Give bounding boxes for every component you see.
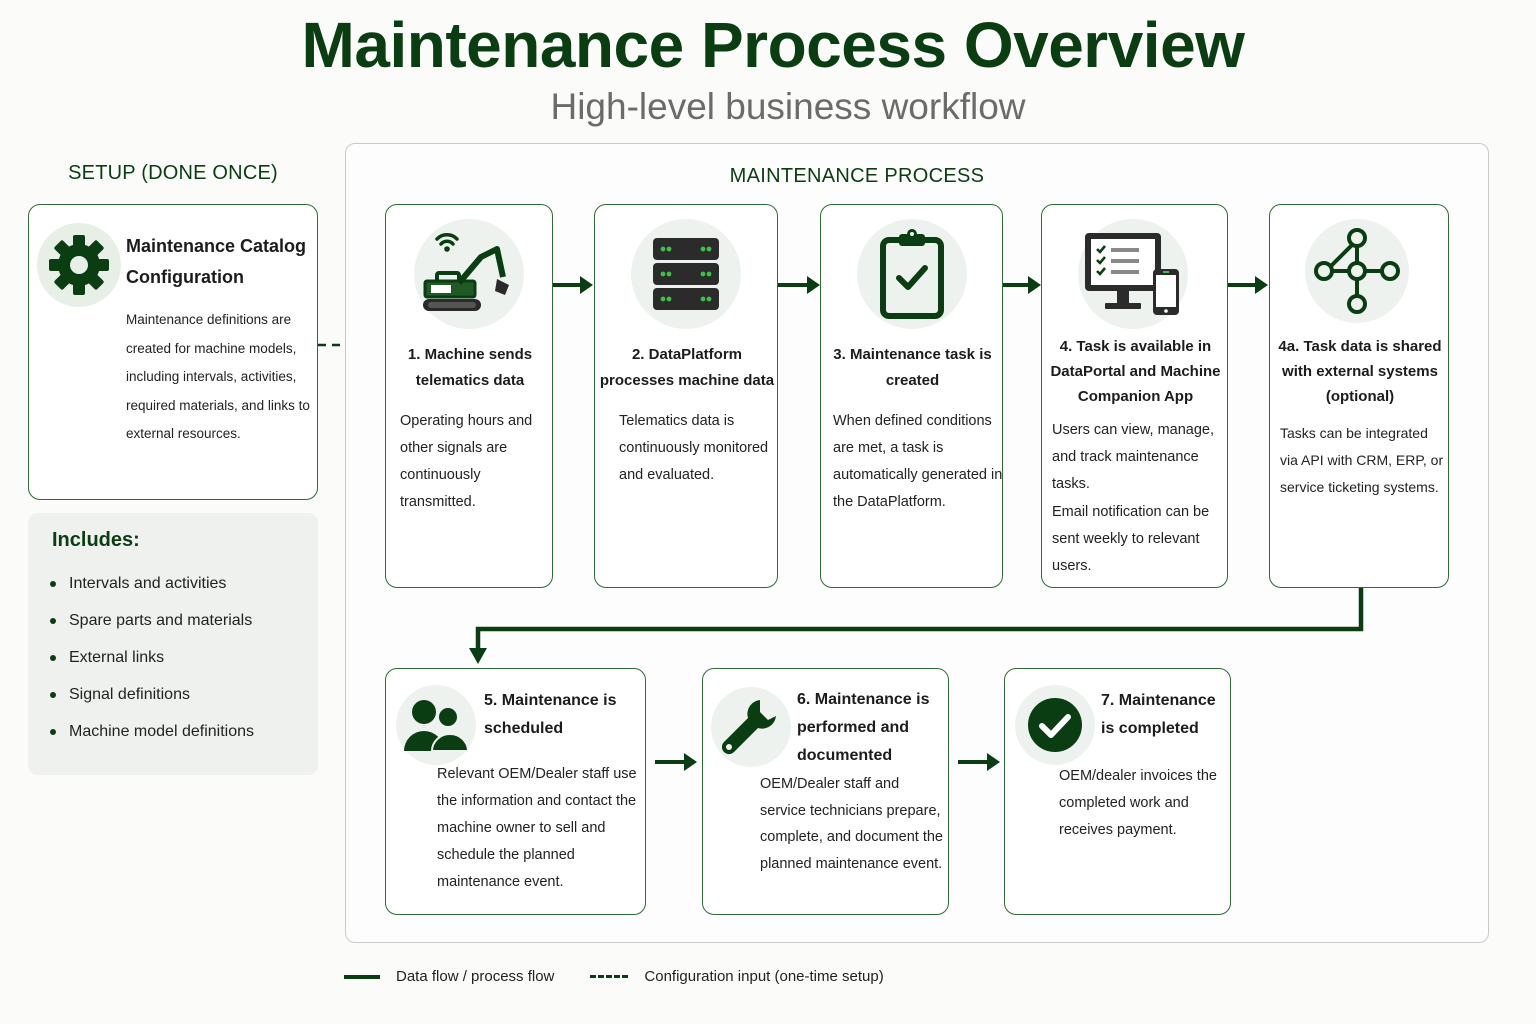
step-title: 5. Maintenance is scheduled xyxy=(484,692,617,737)
step-description: Relevant OEM/Dealer staff use the inform… xyxy=(437,766,637,890)
includes-item: Machine model definitions xyxy=(50,713,254,750)
gear-icon xyxy=(37,223,121,307)
step-card-5: 5. Maintenance is scheduled Relevant OEM… xyxy=(385,668,646,915)
step-description: Users can view, manage, and track mainte… xyxy=(1052,422,1214,492)
step-card-3: 3. Maintenance task is created When defi… xyxy=(820,204,1003,588)
flow-arrow xyxy=(553,276,593,294)
page-title: Maintenance Process Overview xyxy=(301,9,1245,81)
includes-list: Intervals and activities Spare parts and… xyxy=(50,565,254,750)
step-card-2: 2. DataPlatform processes machine data T… xyxy=(594,204,778,588)
bullet-icon xyxy=(50,691,56,698)
flow-arrow xyxy=(1003,276,1041,294)
step-card-4a: 4a. Task data is shared with external sy… xyxy=(1269,204,1449,588)
step-card-6: 6. Maintenance is performed and document… xyxy=(702,668,949,915)
server-icon xyxy=(631,219,741,329)
includes-item: Intervals and activities xyxy=(50,565,254,602)
legend-dashed-label: Configuration input (one-time setup) xyxy=(644,968,884,985)
legend-solid-label: Data flow / process flow xyxy=(396,968,555,985)
monitor-phone-icon xyxy=(1078,219,1188,329)
maintenance-catalog-card: Maintenance Catalog Configuration Mainte… xyxy=(28,204,318,500)
flow-arrow xyxy=(778,276,820,294)
includes-title: Includes: xyxy=(52,529,140,551)
catalog-title: Maintenance Catalog Configuration xyxy=(126,236,307,287)
bullet-icon xyxy=(50,580,56,587)
bullet-icon xyxy=(50,654,56,661)
setup-heading: SETUP (DONE ONCE) xyxy=(68,162,278,184)
step-title: 1. Machine sends telematics data xyxy=(407,346,533,389)
step-description: Telematics data is continuously monitore… xyxy=(619,413,769,483)
bullet-icon xyxy=(50,617,56,624)
step-card-1: 1. Machine sends telematics data Operati… xyxy=(385,204,553,588)
step-title: 7. Maintenance is completed xyxy=(1101,692,1216,737)
step-description: When defined conditions are met, a task … xyxy=(833,413,1003,510)
clipboard-check-icon xyxy=(857,219,967,329)
flow-arrow xyxy=(958,753,1000,771)
excavator-wifi-icon xyxy=(414,219,524,329)
flow-arrow xyxy=(1228,276,1268,294)
solid-line-legend-icon xyxy=(344,974,380,979)
catalog-description: Maintenance definitions are created for … xyxy=(126,312,310,441)
wrench-icon xyxy=(711,687,791,767)
process-heading: MAINTENANCE PROCESS xyxy=(729,165,985,187)
step-title: 6. Maintenance is performed and document… xyxy=(797,691,930,764)
step-description-secondary: Email notification can be sent weekly to… xyxy=(1052,504,1210,574)
page-subtitle: High-level business workflow xyxy=(550,86,1026,127)
step-card-7: 7. Maintenance is completed OEM/dealer i… xyxy=(1004,668,1231,915)
step-card-4: 4. Task is available in DataPortal and M… xyxy=(1041,204,1228,588)
network-nodes-icon xyxy=(1305,219,1409,323)
bullet-icon xyxy=(50,728,56,735)
step-description: OEM/Dealer staff and service technicians… xyxy=(760,776,943,872)
flow-arrow xyxy=(655,753,697,771)
legend: Data flow / process flow Configuration i… xyxy=(344,968,884,985)
step-description: Operating hours and other signals are co… xyxy=(400,413,533,510)
includes-item: Spare parts and materials xyxy=(50,602,254,639)
includes-item: External links xyxy=(50,639,254,676)
users-icon xyxy=(396,685,476,765)
step-title: 2. DataPlatform processes machine data xyxy=(599,346,775,389)
flow-connector-arrow xyxy=(469,588,1364,664)
includes-panel: Includes: Intervals and activities Spare… xyxy=(28,513,318,775)
step-title: 4a. Task data is shared with external sy… xyxy=(1278,338,1442,405)
dashed-line-legend-icon xyxy=(590,975,629,978)
step-description: Tasks can be integrated via API with CRM… xyxy=(1280,425,1444,495)
includes-item: Signal definitions xyxy=(50,676,254,713)
step-description: OEM/dealer invoices the completed work a… xyxy=(1059,768,1217,838)
check-circle-icon xyxy=(1015,685,1095,765)
step-title: 3. Maintenance task is created xyxy=(833,346,992,389)
step-title: 4. Task is available in DataPortal and M… xyxy=(1050,338,1221,405)
